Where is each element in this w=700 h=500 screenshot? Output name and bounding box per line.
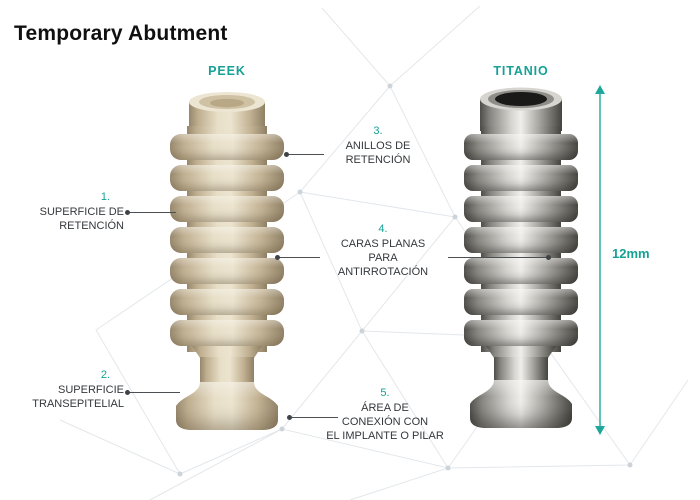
callout-dot xyxy=(284,152,289,157)
peek-abutment-illustration xyxy=(170,92,284,430)
callout-number: 5. xyxy=(380,387,390,399)
page-title: Temporary Abutment xyxy=(14,22,228,46)
leader-line xyxy=(278,257,320,258)
callout-text: CARAS PLANAS xyxy=(340,238,426,251)
callout-area-conexion: 5. ÁREA DE CONEXIÓN CON EL IMPLANTE O PI… xyxy=(318,386,452,443)
titanio-column-label: TITANIO xyxy=(493,64,549,78)
leader-line xyxy=(128,212,176,213)
callout-text: EL IMPLANTE O PILAR xyxy=(326,430,444,443)
measurement-arrow xyxy=(595,85,605,435)
callout-text: ÁREA DE xyxy=(361,402,409,415)
callout-text: ANILLOS DE xyxy=(345,140,411,153)
titanio-abutment-illustration xyxy=(464,87,578,428)
callout-dot xyxy=(125,390,130,395)
callout-text: RETENCIÓN xyxy=(345,154,411,167)
leader-line xyxy=(290,417,338,418)
callout-anillos-retencion: 3. ANILLOS DE RETENCIÓN xyxy=(318,124,438,167)
measurement-value: 12mm xyxy=(612,246,650,261)
callout-text: SUPERFICIE DE xyxy=(39,206,124,219)
callout-text: RETENCIÓN xyxy=(59,220,124,233)
callout-caras-planas: 4. CARAS PLANAS PARA ANTIRROTACIÓN xyxy=(320,222,446,279)
callout-number: 2. xyxy=(100,369,110,381)
callout-dot xyxy=(287,415,292,420)
callout-dot xyxy=(546,255,551,260)
callout-number: 3. xyxy=(373,125,383,137)
callout-text: PARA xyxy=(368,252,398,265)
callout-text: ANTIRROTACIÓN xyxy=(337,266,429,279)
callout-dot xyxy=(275,255,280,260)
callout-dot xyxy=(125,210,130,215)
callout-text: SUPERFICIE xyxy=(57,384,124,397)
leader-line xyxy=(448,257,548,258)
peek-column-label: PEEK xyxy=(208,64,246,78)
callout-number: 4. xyxy=(378,223,388,235)
callout-superficie-retencion: 1. SUPERFICIE DE RETENCIÓN xyxy=(4,190,124,233)
callout-superficie-transepitelial: 2. SUPERFICIE TRANSEPITELIAL xyxy=(4,368,124,411)
callout-text: TRANSEPITELIAL xyxy=(32,398,124,411)
leader-line xyxy=(128,392,180,393)
leader-line xyxy=(287,154,324,155)
callout-text: CONEXIÓN CON xyxy=(341,416,429,429)
callout-number: 1. xyxy=(100,191,110,203)
